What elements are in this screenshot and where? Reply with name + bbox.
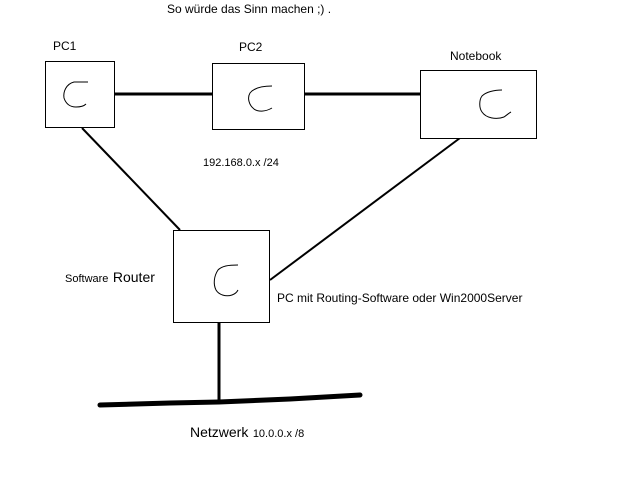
network-label: Netzwerk 10.0.0.x /8 bbox=[190, 425, 304, 441]
pc1-label: PC1 bbox=[53, 39, 77, 53]
node-notebook[interactable] bbox=[420, 70, 537, 139]
notebook-label: Notebook bbox=[450, 49, 502, 63]
router-label-main: Router bbox=[112, 269, 155, 285]
router-label-prefix: Software bbox=[65, 273, 109, 285]
network-name: Netzwerk bbox=[190, 424, 249, 440]
hand-drawn-c-icon bbox=[248, 85, 273, 112]
link-notebook-router bbox=[269, 137, 461, 281]
node-router[interactable] bbox=[173, 230, 270, 323]
lan-subnet-label: 192.168.0.x /24 bbox=[203, 157, 279, 169]
pc2-label: PC2 bbox=[239, 40, 263, 54]
network-backbone bbox=[97, 392, 363, 408]
hand-drawn-c-icon bbox=[63, 81, 88, 108]
node-pc2[interactable] bbox=[212, 63, 305, 130]
router-description: PC mit Routing-Software oder Win2000Serv… bbox=[277, 291, 523, 305]
network-address: 10.0.0.x /8 bbox=[252, 428, 305, 440]
router-label: Software Router bbox=[65, 270, 155, 286]
hand-drawn-c-icon bbox=[479, 89, 512, 119]
link-pc1-router bbox=[81, 127, 181, 231]
node-pc1[interactable] bbox=[45, 61, 115, 128]
hand-drawn-c-icon bbox=[213, 264, 239, 297]
diagram-title: So würde das Sinn machen ;) . bbox=[167, 2, 332, 16]
